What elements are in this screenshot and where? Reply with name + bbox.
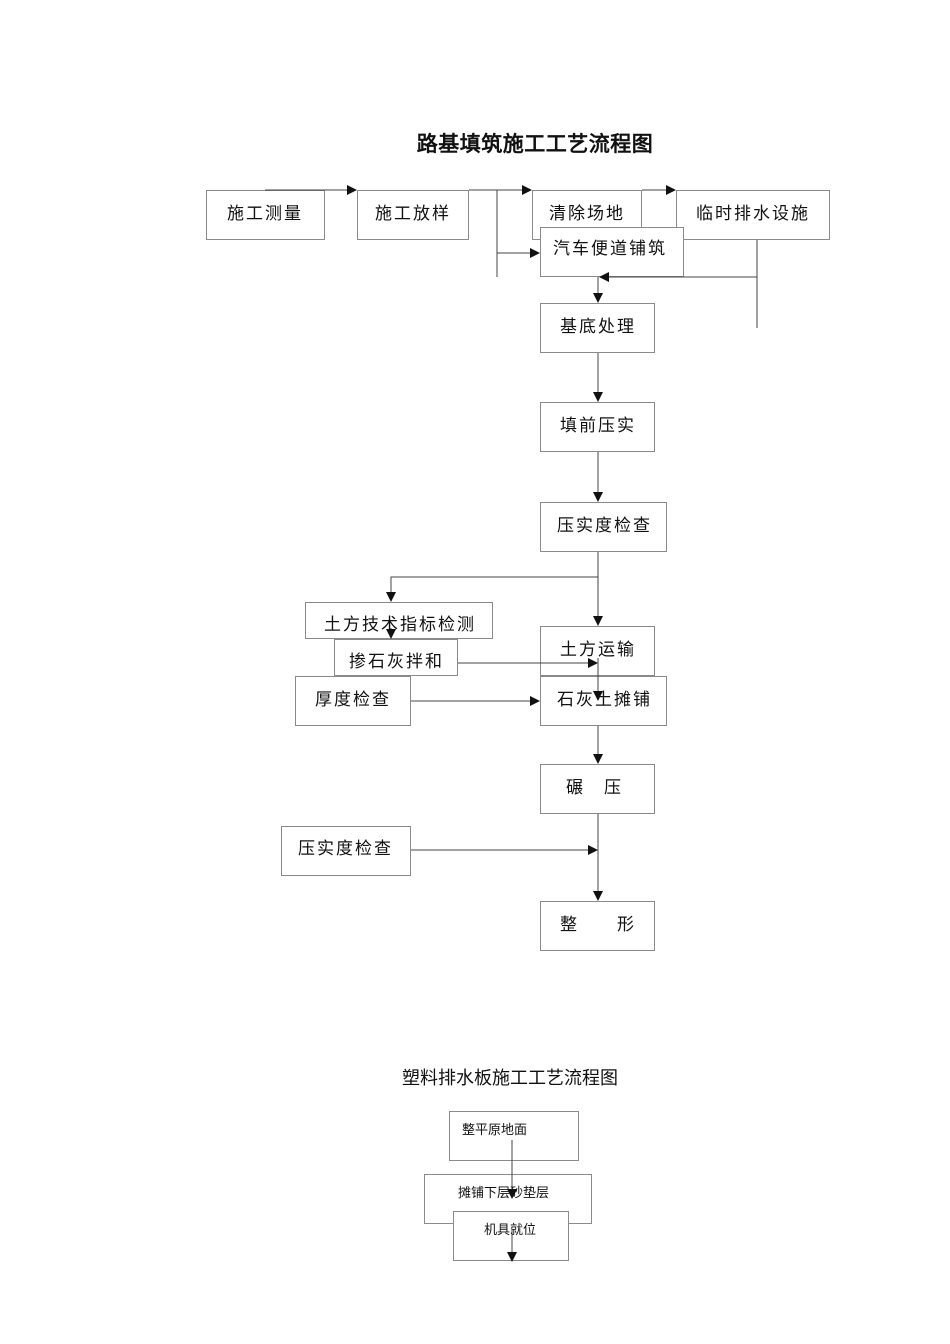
node-shaping: 整 形 <box>540 901 655 951</box>
node-rolling-label: 碾 压 <box>566 778 623 798</box>
node-level-ground: 整平原地面 <box>449 1111 579 1161</box>
node-lime-soil-spreading: 石灰土摊铺 <box>540 676 667 726</box>
node-layout-label: 施工放样 <box>375 204 451 224</box>
node-haul-road-label: 汽车便道铺筑 <box>553 239 667 259</box>
node-earth-transport-label: 土方运输 <box>560 640 636 660</box>
node-compaction-check-label: 压实度检查 <box>557 516 652 536</box>
node-compaction-check-2-label: 压实度检查 <box>298 839 393 859</box>
node-base-treatment-label: 基底处理 <box>560 317 636 337</box>
node-sand-cushion-label: 摊铺下层砂垫层 <box>458 1186 550 1201</box>
node-shaping-label: 整 形 <box>560 915 636 935</box>
node-lime-soil-spreading-label: 石灰土摊铺 <box>557 690 652 710</box>
node-soil-index-test-label: 土方技术指标检测 <box>324 615 476 635</box>
arrow-check-to-soil-index <box>386 576 598 602</box>
node-survey-label: 施工测量 <box>227 204 303 224</box>
node-precompaction-label: 填前压实 <box>560 416 636 436</box>
node-clearing-label: 清除场地 <box>549 204 625 224</box>
node-drainage-label: 临时排水设施 <box>696 204 810 224</box>
node-haul-road: 汽车便道铺筑 <box>540 227 684 277</box>
node-soil-index-test: 土方技术指标检测 <box>305 602 493 639</box>
node-thickness-check: 厚度检查 <box>295 676 411 726</box>
node-rolling: 碾 压 <box>540 764 655 814</box>
node-lime-mixing-label: 掺石灰拌和 <box>349 652 444 672</box>
node-thickness-check-label: 厚度检查 <box>315 690 391 710</box>
node-level-ground-label: 整平原地面 <box>462 1123 528 1138</box>
diagram-title: 路基填筑施工工艺流程图 <box>416 132 654 156</box>
node-precompaction: 填前压实 <box>540 402 655 452</box>
node-base-treatment: 基底处理 <box>540 303 655 353</box>
node-compaction-check-2: 压实度检查 <box>281 826 411 876</box>
node-machine-positioning-label: 机具就位 <box>484 1223 537 1238</box>
node-drainage: 临时排水设施 <box>676 190 830 240</box>
node-compaction-check: 压实度检查 <box>540 502 667 552</box>
node-layout: 施工放样 <box>357 190 469 240</box>
node-lime-mixing: 掺石灰拌和 <box>334 639 458 676</box>
diagram-2-title: 塑料排水板施工工艺流程图 <box>402 1068 618 1089</box>
